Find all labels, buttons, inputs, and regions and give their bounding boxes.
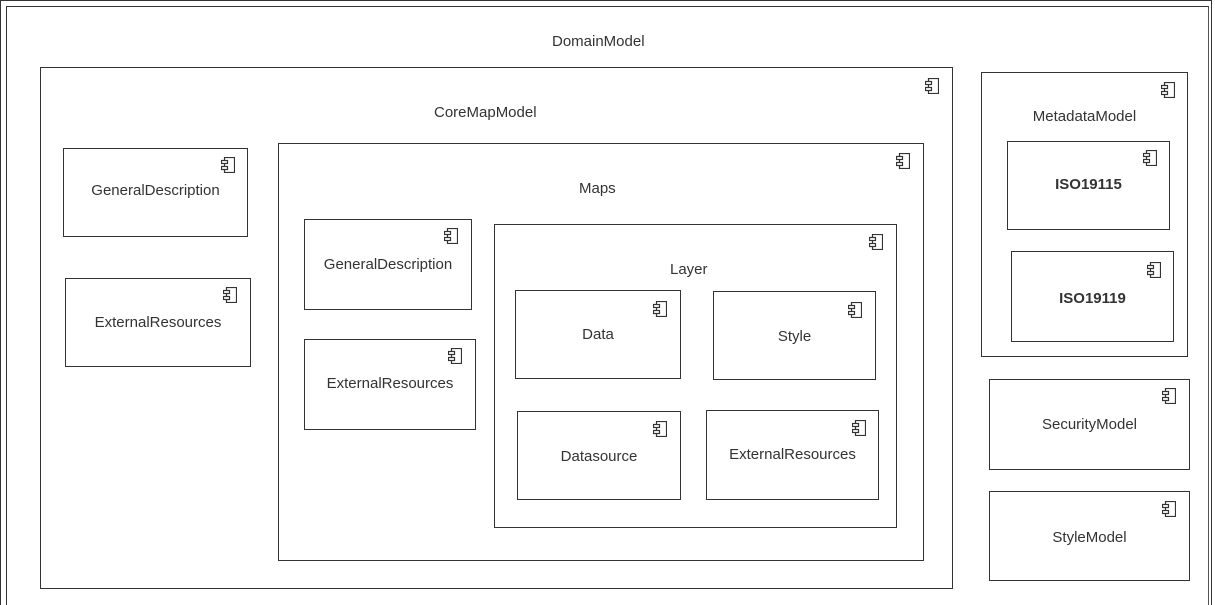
external-resources-component[interactable]: ExternalResources bbox=[65, 278, 251, 367]
maps-component[interactable]: Maps GeneralDescription ExternalResource… bbox=[278, 143, 924, 561]
style-component[interactable]: Style bbox=[713, 291, 876, 380]
component-icon bbox=[869, 234, 883, 250]
style-model-label: StyleModel bbox=[1052, 529, 1127, 546]
security-model-component[interactable]: SecurityModel bbox=[989, 379, 1190, 470]
iso19115-component[interactable]: ISO19115 bbox=[1007, 141, 1170, 230]
component-icon bbox=[653, 301, 667, 317]
component-icon bbox=[1162, 501, 1176, 517]
datasource-component[interactable]: Datasource bbox=[517, 411, 681, 500]
component-icon bbox=[1161, 82, 1175, 98]
maps-external-resources-label: ExternalResources bbox=[326, 375, 454, 392]
layer-component[interactable]: Layer Data Style Datasource bbox=[494, 224, 897, 528]
layer-title: Layer bbox=[670, 261, 708, 278]
component-icon bbox=[1147, 262, 1161, 278]
core-map-model-title: CoreMapModel bbox=[434, 104, 537, 121]
component-icon bbox=[444, 228, 458, 244]
general-description-component[interactable]: GeneralDescription bbox=[63, 148, 248, 237]
component-icon bbox=[448, 348, 462, 364]
data-label: Data bbox=[582, 326, 614, 343]
iso19115-label: ISO19115 bbox=[1055, 176, 1122, 193]
component-icon bbox=[925, 78, 939, 94]
maps-external-resources-component[interactable]: ExternalResources bbox=[304, 339, 476, 430]
datasource-label: Datasource bbox=[560, 448, 638, 465]
component-icon bbox=[221, 157, 235, 173]
style-label: Style bbox=[777, 328, 812, 345]
component-icon bbox=[896, 153, 910, 169]
component-icon bbox=[653, 421, 667, 437]
core-map-model-component[interactable]: CoreMapModel GeneralDescription External… bbox=[40, 67, 953, 589]
metadata-model-title: MetadataModel bbox=[1032, 108, 1137, 125]
component-icon bbox=[1143, 150, 1157, 166]
maps-title: Maps bbox=[579, 180, 616, 197]
iso19119-component[interactable]: ISO19119 bbox=[1011, 251, 1174, 342]
domain-model-title: DomainModel bbox=[552, 33, 645, 50]
iso19119-label: ISO19119 bbox=[1059, 290, 1126, 307]
layer-external-resources-component[interactable]: ExternalResources bbox=[706, 410, 879, 500]
general-description-label: GeneralDescription bbox=[91, 182, 220, 199]
component-icon bbox=[848, 302, 862, 318]
component-icon bbox=[852, 420, 866, 436]
style-model-component[interactable]: StyleModel bbox=[989, 491, 1190, 581]
external-resources-label: ExternalResources bbox=[94, 314, 222, 331]
layer-external-resources-label: ExternalResources bbox=[729, 446, 856, 463]
maps-general-description-component[interactable]: GeneralDescription bbox=[304, 219, 472, 310]
security-model-label: SecurityModel bbox=[1041, 416, 1138, 433]
maps-general-description-label: GeneralDescription bbox=[323, 256, 453, 273]
component-icon bbox=[223, 287, 237, 303]
data-component[interactable]: Data bbox=[515, 290, 681, 379]
component-icon bbox=[1162, 388, 1176, 404]
domain-model-inner-frame bbox=[6, 6, 1209, 605]
metadata-model-component[interactable]: MetadataModel ISO19115 ISO19119 bbox=[981, 72, 1188, 357]
